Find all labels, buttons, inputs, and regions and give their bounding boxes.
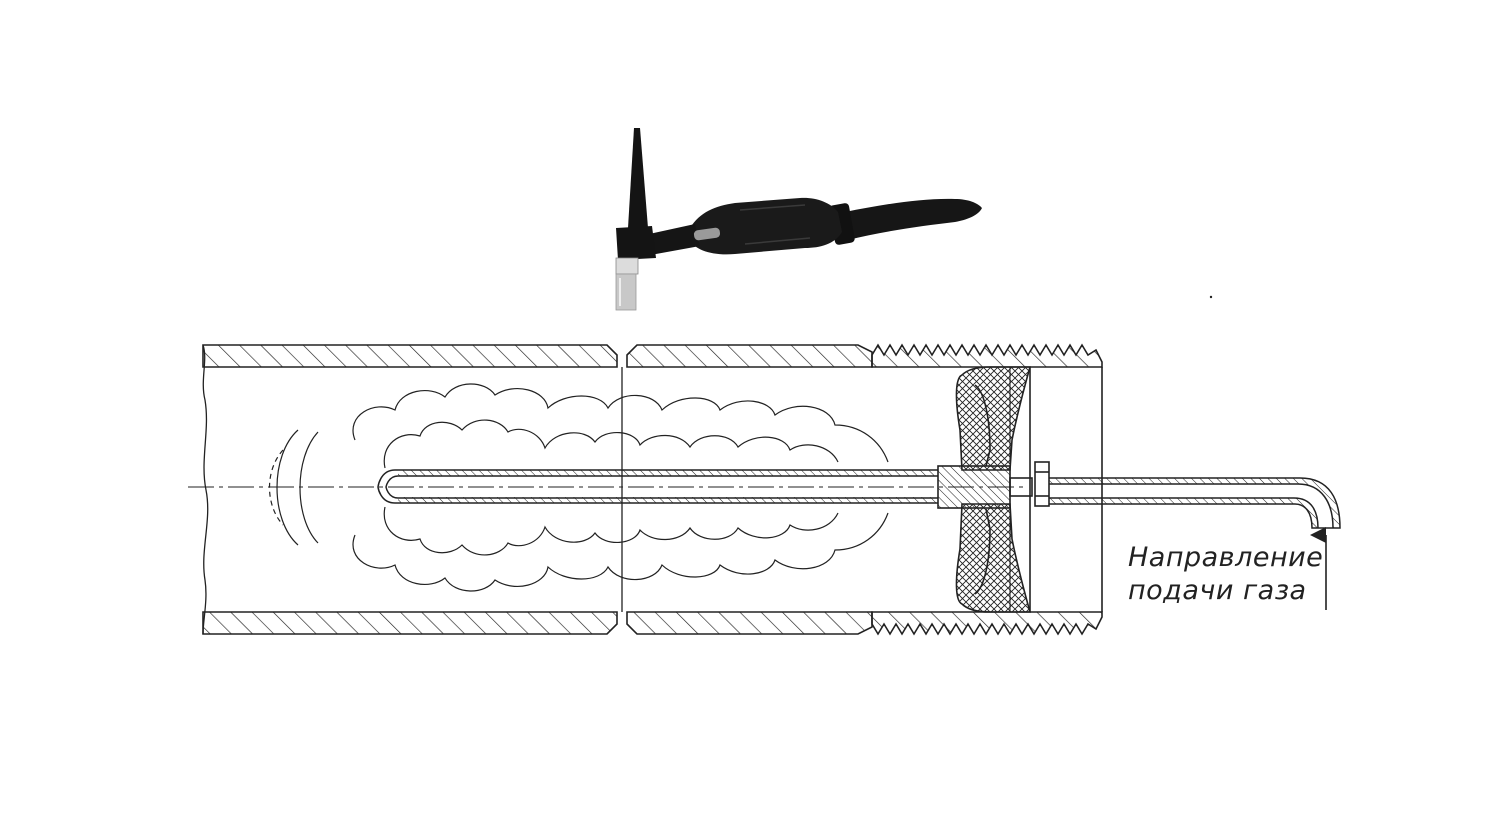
pipe-wall-top-right	[626, 344, 873, 368]
purge-plug	[937, 366, 1050, 613]
thread-top	[871, 343, 1103, 368]
tig-welding-torch-icon	[615, 128, 982, 311]
pipe-section	[202, 343, 1103, 636]
pipe-wall-top-left	[202, 344, 618, 368]
pipe-wall-bottom-left	[202, 611, 618, 635]
break-line-left	[202, 344, 209, 635]
stray-dot	[1209, 295, 1213, 299]
gas-direction-label-line2: подачи газа	[1128, 575, 1307, 606]
gas-direction-label-line1: Направление	[1128, 542, 1323, 573]
gas-hose	[1049, 477, 1341, 529]
gas-lance	[377, 469, 938, 504]
pipe-wall-bottom-right	[626, 611, 873, 635]
gas-cloud	[268, 383, 889, 592]
thread-bottom	[871, 611, 1103, 636]
